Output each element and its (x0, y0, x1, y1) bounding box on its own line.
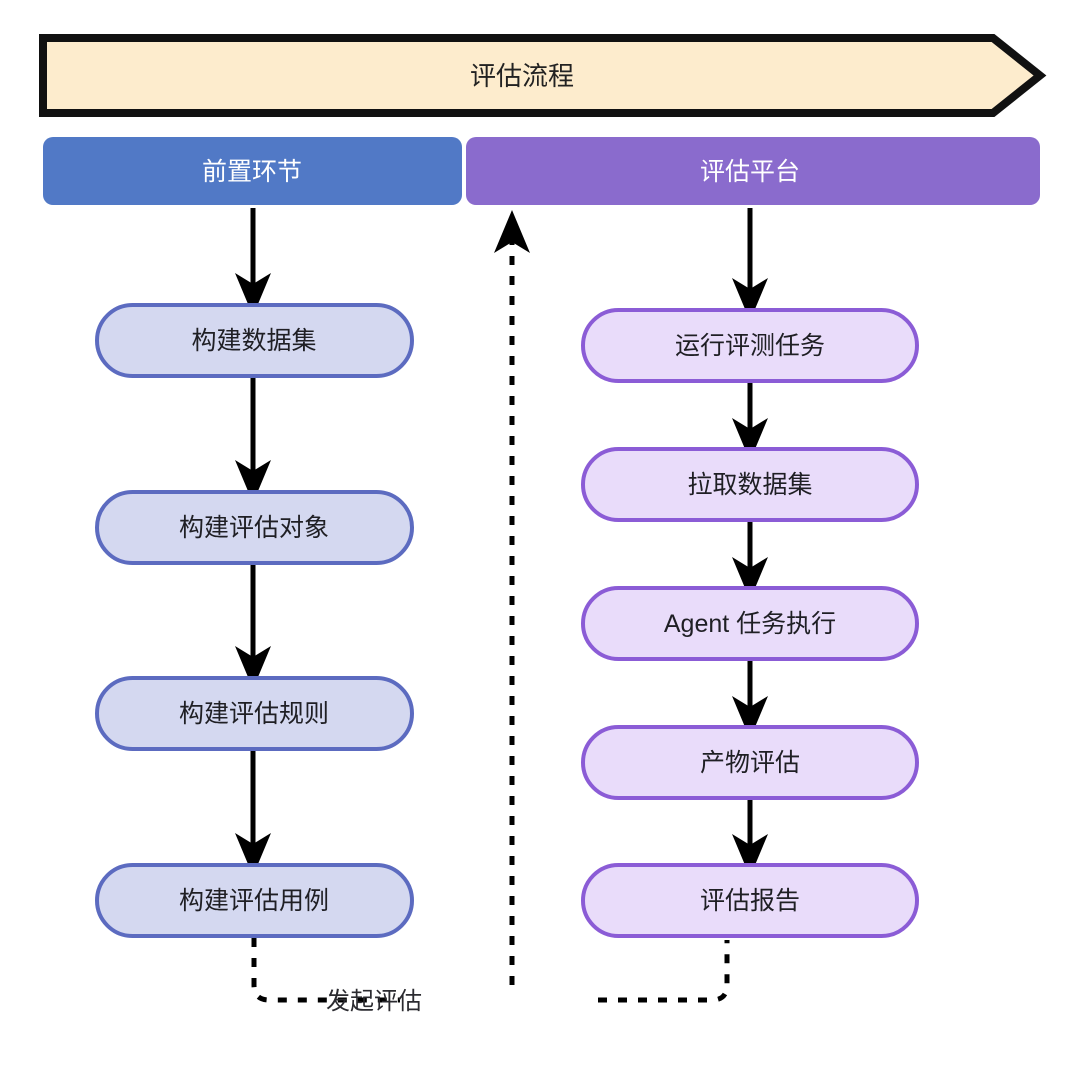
node-agent-task-exec[interactable]: Agent 任务执行 (581, 586, 919, 661)
title-banner-shape (39, 34, 1047, 117)
node-agent-task-exec-shape (581, 586, 919, 661)
lane-header-pre[interactable]: 前置环节 (43, 137, 462, 205)
node-build-eval-rule-shape (95, 676, 414, 751)
feedback-edge-label: 发起评估 (326, 988, 422, 1015)
node-build-eval-object-shape (95, 490, 414, 565)
node-run-eval-task-shape (581, 308, 919, 383)
feedback-edge-start-evaluation: 发起评估 (251, 210, 730, 1015)
node-build-eval-object-label: 构建评估对象 (179, 514, 329, 542)
node-run-eval-task-label: 运行评测任务 (675, 332, 825, 360)
node-run-eval-task[interactable]: 运行评测任务 (581, 308, 919, 383)
node-eval-report-shape (581, 863, 919, 938)
lane-header-pre-band (43, 137, 462, 205)
node-build-dataset[interactable]: 构建数据集 (95, 303, 414, 378)
title-banner-label: 评估流程 (470, 61, 574, 91)
node-agent-task-exec-label: Agent 任务执行 (664, 610, 836, 638)
node-build-dataset-label: 构建数据集 (191, 327, 316, 355)
node-pull-dataset-shape (581, 447, 919, 522)
title-banner: 评估流程 (39, 34, 1047, 117)
lane-header-platform-band (466, 137, 1040, 205)
node-build-eval-case[interactable]: 构建评估用例 (95, 863, 414, 938)
node-build-eval-case-shape (95, 863, 414, 938)
node-eval-report[interactable]: 评估报告 (581, 863, 919, 938)
lane-header-platform-label: 评估平台 (700, 158, 800, 186)
feedback-edge-left-segment (251, 938, 400, 1003)
node-artifact-eval-label: 产物评估 (700, 749, 800, 777)
node-build-eval-rule-label: 构建评估规则 (179, 700, 329, 728)
node-build-eval-case-label: 构建评估用例 (179, 887, 329, 915)
node-pull-dataset-label: 拉取数据集 (687, 471, 812, 499)
lane-header-pre-label: 前置环节 (202, 158, 302, 186)
feedback-edge-right-segment (598, 940, 730, 1003)
node-artifact-eval-shape (581, 725, 919, 800)
node-eval-report-label: 评估报告 (700, 887, 800, 915)
node-artifact-eval[interactable]: 产物评估 (581, 725, 919, 800)
node-build-dataset-shape (95, 303, 414, 378)
node-pull-dataset[interactable]: 拉取数据集 (581, 447, 919, 522)
lane-header-platform[interactable]: 评估平台 (466, 137, 1040, 205)
node-build-eval-rule[interactable]: 构建评估规则 (95, 676, 414, 751)
node-build-eval-object[interactable]: 构建评估对象 (95, 490, 414, 565)
